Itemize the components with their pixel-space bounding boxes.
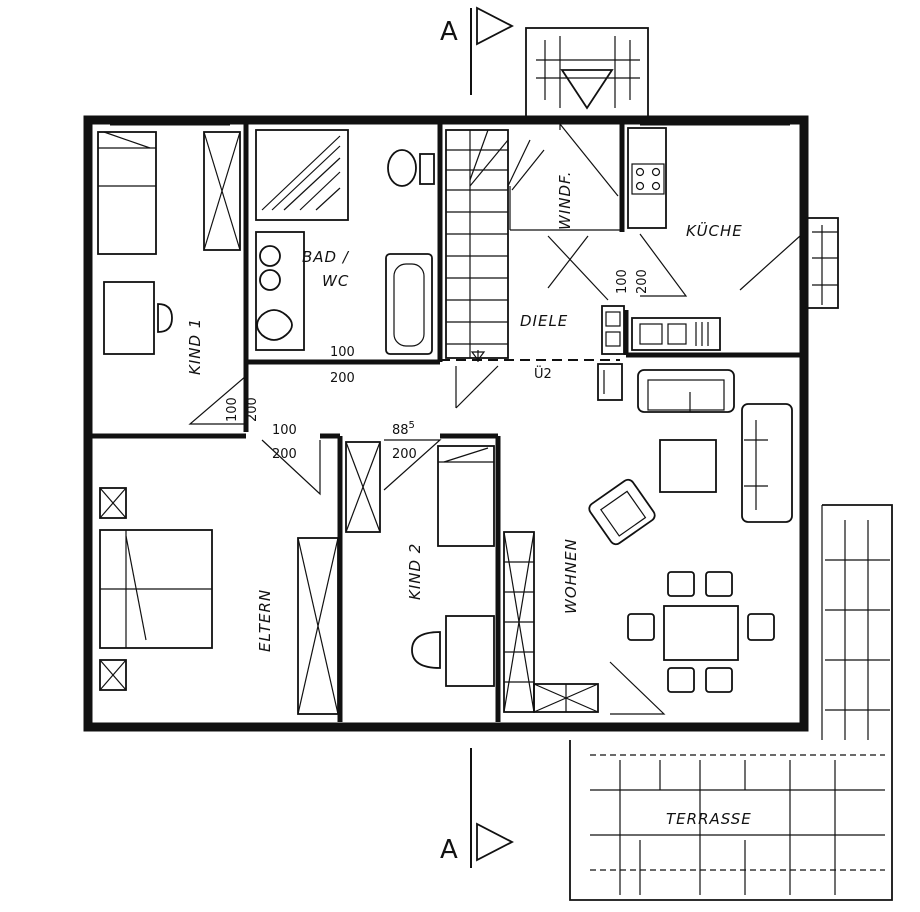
room-label-eltern: ELTERN (256, 589, 274, 652)
entrance-steps (525, 27, 649, 119)
sofa (637, 369, 735, 413)
dining-chair (705, 571, 733, 597)
room-label-kind2: KIND 2 (406, 543, 424, 600)
beam-label: Ü2 (534, 365, 552, 382)
room-label-wohnen: WOHNEN (562, 538, 580, 614)
kind1-bed (97, 131, 157, 255)
armchair (588, 478, 656, 546)
window-marks (83, 115, 809, 732)
kitchen-sink-icon (639, 323, 663, 345)
shower (255, 129, 349, 221)
kueche-door-width: 100 (615, 269, 630, 294)
kind2-door-height: 200 (392, 447, 417, 462)
nightstand (99, 487, 127, 519)
bathtub-icon (385, 253, 433, 355)
dining-chair (627, 613, 655, 641)
room-label-diele: DIELE (520, 312, 568, 330)
room-label-windf: WINDF. (556, 171, 574, 231)
washbasin-counter (255, 231, 305, 351)
room-label-bad-1: BAD / (302, 248, 350, 266)
room-label-kueche: KÜCHE (686, 221, 743, 240)
stove-icon (631, 163, 665, 195)
sink-icon (259, 269, 281, 291)
eltern-wardrobe (297, 537, 339, 715)
eltern-door-height: 200 (272, 447, 297, 462)
bidet-icon (256, 309, 293, 341)
entrance-arrow-icon (560, 69, 614, 110)
section-label-bottom: A (440, 835, 458, 865)
kind2-door-width-base: 88 (392, 423, 409, 438)
kind2-door-width: 885 (392, 420, 415, 438)
sofa (741, 403, 793, 523)
kind2-chair (411, 631, 441, 669)
wohnen-furniture: WOHNEN (503, 369, 793, 715)
staircase (445, 129, 545, 362)
bad-furniture: BAD / WC 100 200 (255, 129, 435, 386)
dining-chair (705, 667, 733, 693)
sink-icon (259, 245, 281, 267)
kind1-wardrobe (203, 131, 241, 251)
kind1-door-width: 100 (225, 397, 240, 422)
windfang: WINDF. (547, 123, 619, 301)
kueche-door-height: 200 (635, 269, 650, 294)
kind1-furniture: KIND 1 (97, 131, 241, 375)
section-marker-top: A (440, 6, 514, 95)
kind2-furniture: KIND 2 (345, 441, 495, 687)
terrace: TERRASSE (569, 504, 893, 901)
kitchen-counter-left (627, 127, 667, 229)
kind2-bed (437, 445, 495, 547)
eltern-door-width: 100 (272, 423, 297, 438)
section-label-top: A (440, 17, 458, 47)
coffee-table (659, 439, 717, 493)
section-marker-bottom: A (440, 748, 514, 868)
kitchen-bay-window (805, 217, 839, 309)
kueche-furniture: KÜCHE 100 200 (601, 127, 801, 355)
kind2-wardrobe (345, 441, 381, 533)
room-label-terrasse: TERRASSE (666, 810, 752, 828)
kitchen-counter-bottom (631, 317, 721, 351)
dining-chair (667, 571, 695, 597)
dining-table (663, 605, 739, 661)
dining-chair (747, 613, 775, 641)
bad-door-height: 200 (330, 371, 355, 386)
eltern-furniture: ELTERN (99, 487, 339, 715)
bad-door-width: 100 (330, 345, 355, 360)
toilet-icon (387, 149, 417, 187)
nightstand (99, 659, 127, 691)
hall-doors: 100 200 100 200 885 200 (188, 375, 442, 496)
room-label-kind1: KIND 1 (186, 318, 204, 375)
diele: DIELE (455, 312, 623, 409)
outer-walls (83, 115, 809, 732)
kind1-door-height: 200 (245, 397, 260, 422)
kind1-desk (103, 281, 155, 355)
dining-chair (667, 667, 695, 693)
kind1-chair (157, 303, 173, 333)
interior-walls (92, 124, 800, 722)
room-label-bad-2: WC (322, 272, 349, 290)
kind2-door-width-sup: 5 (409, 420, 415, 431)
kind2-desk (445, 615, 495, 687)
